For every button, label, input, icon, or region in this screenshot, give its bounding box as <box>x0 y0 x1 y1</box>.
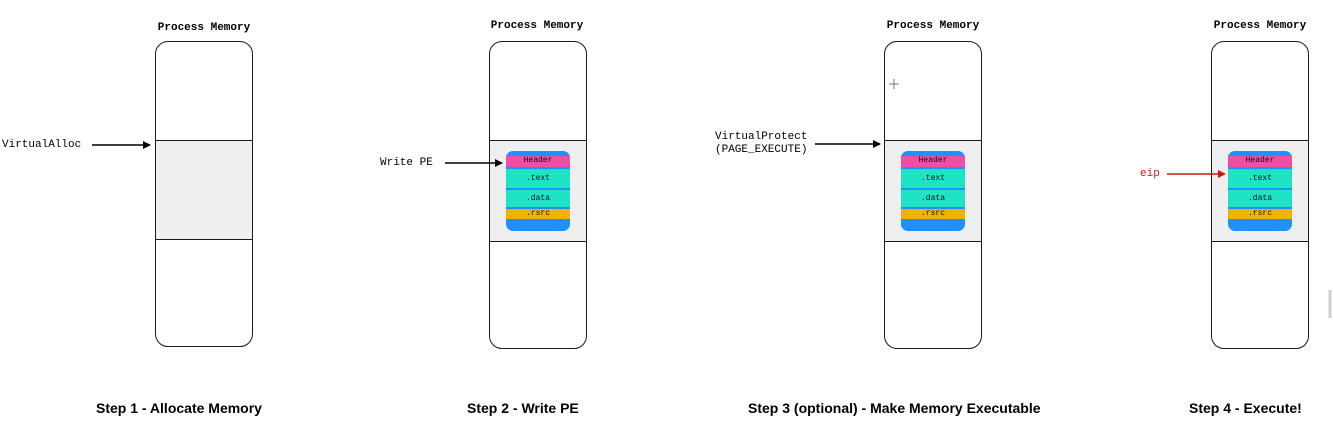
virtualalloc-label: VirtualAlloc <box>2 139 82 151</box>
write-pe-label: Write PE <box>380 157 433 169</box>
pe-data-section: .data <box>1228 190 1292 207</box>
pe-text-section: .text <box>506 169 570 188</box>
panel-title-1: Process Memory <box>157 22 251 34</box>
pe-text-section: .text <box>901 169 965 188</box>
pe-header-section: Header <box>506 156 570 167</box>
eip-label: eip <box>1140 168 1160 180</box>
pe-text-section: .text <box>1228 169 1292 188</box>
pe-data-section: .data <box>901 190 965 207</box>
pe-rsrc-section: .rsrc <box>506 209 570 219</box>
virtualprotect-label: VirtualProtect (PAGE_EXECUTE) <box>715 131 807 157</box>
pe-rsrc-section: .rsrc <box>901 209 965 219</box>
pe-header-section: Header <box>901 156 965 167</box>
crosshair-cursor-icon <box>889 79 899 89</box>
pe-image-2: Header .text .data .rsrc <box>506 151 570 231</box>
pe-rsrc-section: .rsrc <box>1228 209 1292 219</box>
pe-image-3: Header .text .data .rsrc <box>901 151 965 231</box>
pe-header-section: Header <box>1228 156 1292 167</box>
process-memory-1 <box>155 41 253 347</box>
pe-image-4: Header .text .data .rsrc <box>1228 151 1292 231</box>
step-2-caption: Step 2 - Write PE <box>467 400 579 416</box>
virtualprotect-label-line2: (PAGE_EXECUTE) <box>715 144 808 156</box>
step-3-caption: Step 3 (optional) - Make Memory Executab… <box>748 400 1041 416</box>
panel-title-2: Process Memory <box>490 20 584 32</box>
step-1-caption: Step 1 - Allocate Memory <box>96 400 262 416</box>
step-4-caption: Step 4 - Execute! <box>1189 400 1302 416</box>
allocated-region-1 <box>156 140 252 240</box>
panel-title-3: Process Memory <box>886 20 980 32</box>
panel-title-4: Process Memory <box>1213 20 1307 32</box>
pe-data-section: .data <box>506 190 570 207</box>
virtualprotect-label-line1: VirtualProtect <box>715 131 808 143</box>
